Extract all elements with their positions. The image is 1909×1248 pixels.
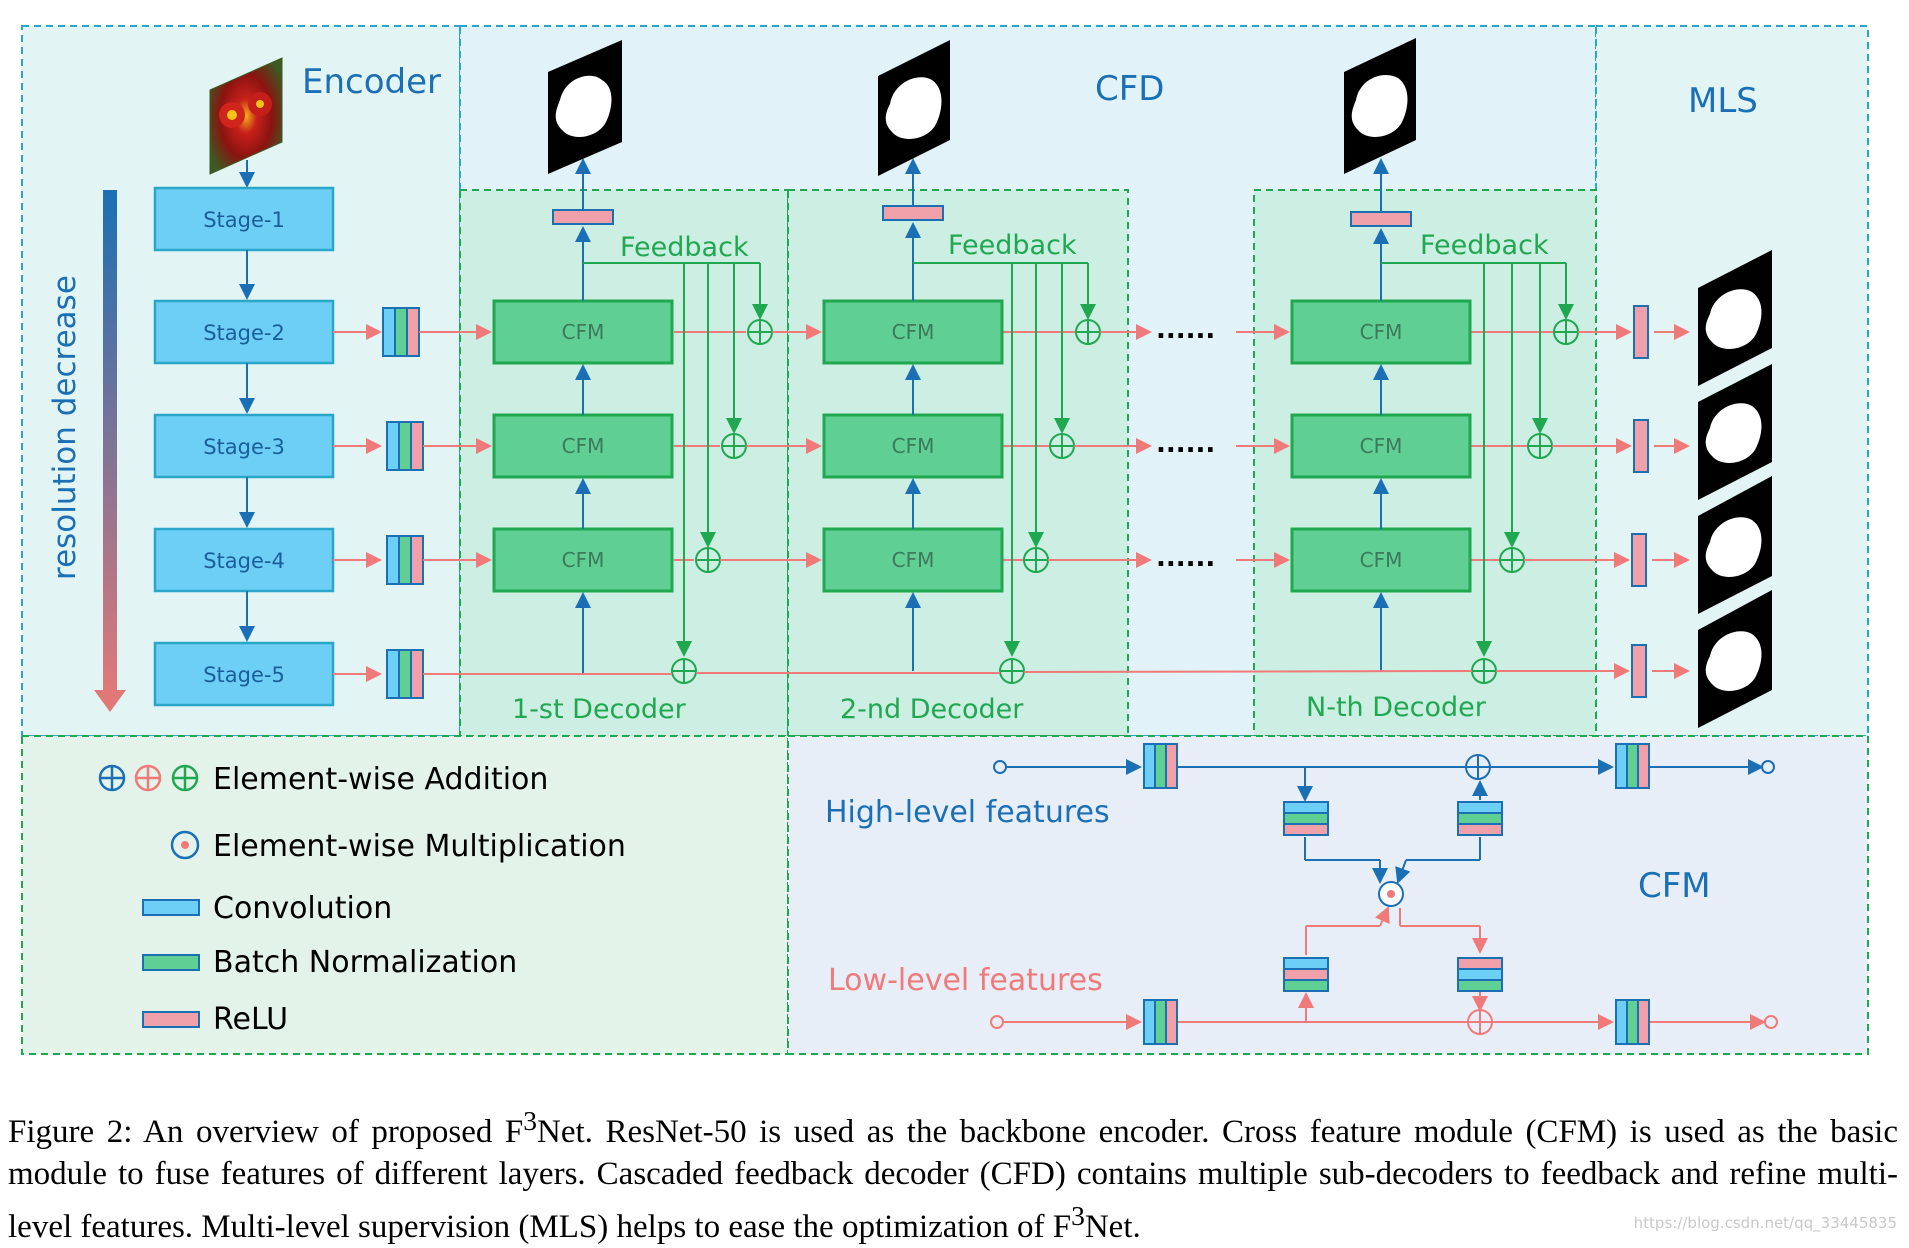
legend-batchnorm-swatch (142, 954, 200, 971)
conv-block-stage4 (386, 535, 424, 585)
d2-cfm-bot-label: CFM (892, 548, 935, 572)
ellipsis-mid: ...... (1156, 429, 1215, 459)
stage-2-label: Stage-2 (203, 321, 285, 345)
dn-cfm-top-label: CFM (1360, 320, 1403, 344)
legend-convolution-label: Convolution (213, 891, 392, 926)
legend-multiplication-icon (170, 830, 200, 860)
dn-cfm-mid-label: CFM (1360, 434, 1403, 458)
cfm-conv-low-left (1283, 957, 1329, 992)
d2-feedback-label: Feedback (948, 230, 1077, 261)
dn-output-conv (1350, 211, 1412, 227)
cfm-low-add (1467, 1009, 1493, 1035)
saliency-map-dn (1344, 38, 1416, 174)
d2-cfm-top-label: CFM (892, 320, 935, 344)
cfd-title: CFD (1095, 69, 1164, 109)
stage-1-label: Stage-1 (203, 208, 285, 232)
dn-cfm-bot-label: CFM (1360, 548, 1403, 572)
stage-4: Stage-4 (153, 527, 335, 593)
cfm-conv-high-left (1283, 801, 1329, 836)
cfm-conv-low-in (1143, 999, 1178, 1045)
conv-to-decoder-arrows (419, 324, 492, 568)
cfm-high-path (993, 759, 1764, 884)
caption-superscript-2: 3 (1071, 1200, 1085, 1231)
stage5-skip-line (423, 663, 1630, 679)
d1-output-conv (552, 209, 614, 225)
decoder-n: CFM CFM CFM Feedback N-th Decoder (1290, 158, 1579, 723)
legend-addition-icons (98, 764, 199, 792)
caption-part-2: Net. ResNet-50 is used as the backbone e… (8, 1114, 1898, 1245)
d1-cfm-mid-label: CFM (562, 434, 605, 458)
d2-decoder-label: 2-nd Decoder (840, 694, 1024, 725)
saliency-map-d1 (548, 40, 622, 174)
resolution-label: resolution decrease (47, 275, 83, 580)
legend-relu-label: ReLU (213, 1002, 288, 1037)
saliency-map-mls-2 (1698, 364, 1772, 500)
caption-part-3: Net. (1084, 1209, 1141, 1245)
cfm-conv-low-out (1615, 999, 1650, 1045)
saliency-map-d2 (878, 40, 950, 176)
caption-superscript-1: 3 (523, 1105, 537, 1136)
saliency-map-mls-1 (1698, 250, 1772, 386)
dn-decoder-label: N-th Decoder (1306, 692, 1487, 723)
stage-5-label: Stage-5 (203, 663, 285, 687)
saliency-map-mls-4 (1698, 590, 1772, 728)
f3net-diagram: Encoder CFD MLS resolution decrease Stag… (21, 25, 1869, 1055)
low-level-label: Low-level features (828, 963, 1103, 998)
cfm-low-path (990, 906, 1766, 1030)
stage-1: Stage-1 (153, 186, 335, 252)
cfm-high-end-node (1761, 760, 1775, 774)
d1-feedback-label: Feedback (620, 232, 749, 263)
stage-2: Stage-2 (153, 299, 335, 365)
mls-conv-blocks (1631, 305, 1649, 698)
caption-part-1: Figure 2: An overview of proposed F (8, 1114, 524, 1150)
cfm-detail-region (787, 735, 1869, 1055)
d1-cfm-top (492, 299, 674, 365)
cfm-conv-high-right (1457, 801, 1503, 836)
resolution-arrow-shaft (103, 190, 117, 690)
high-level-label: High-level features (825, 795, 1110, 830)
cfm-detail-title: CFM (1638, 866, 1711, 906)
cfm-high-add (1465, 754, 1491, 780)
cfm-conv-high-in (1143, 743, 1178, 789)
d2-cfm-bot (822, 527, 1004, 593)
legend-addition-label: Element-wise Addition (213, 762, 548, 797)
cfm-low-end-node (1764, 1015, 1778, 1029)
cfm-conv-low-right (1457, 957, 1503, 992)
stage-5: Stage-5 (153, 641, 335, 707)
legend-relu-swatch (142, 1011, 200, 1028)
ellipsis-top: ...... (1156, 315, 1215, 345)
d2-cfm-mid-label: CFM (892, 434, 935, 458)
decoder-2: CFM CFM CFM Feedback 2-nd Decoder (720, 158, 1101, 725)
mls-connectors (1524, 324, 1690, 679)
d1-decoder-label: 1-st Decoder (512, 694, 687, 725)
dn-cfm-top (1290, 299, 1472, 365)
legend-batchnorm-label: Batch Normalization (213, 945, 517, 980)
conv-block-stage2 (382, 307, 420, 357)
d2-output-conv (882, 205, 944, 221)
dn-cfm-mid (1290, 413, 1472, 479)
ellipsis-connectors: ...... ...... ...... (1048, 315, 1290, 573)
conv-block-stage3 (386, 421, 424, 471)
resolution-arrow-head (94, 690, 126, 712)
d1-cfm-top-label: CFM (562, 320, 605, 344)
dn-feedback-label: Feedback (1420, 230, 1549, 261)
input-image (209, 57, 283, 175)
legend-multiplication-label: Element-wise Multiplication (213, 829, 626, 864)
stage-3: Stage-3 (153, 413, 335, 479)
decoder-1: CFM CFM CFM Feedback 1-st Decoder (492, 158, 773, 725)
conv-block-stage5 (386, 649, 424, 699)
mls-title: MLS (1688, 81, 1758, 121)
figure-caption: Figure 2: An overview of proposed F3Net.… (8, 1100, 1898, 1248)
cfm-conv-high-out (1615, 743, 1650, 789)
cfm-multiply-node (1378, 881, 1404, 907)
watermark-text: https://blog.csdn.net/qq_33445835 (1633, 1214, 1897, 1232)
encoder-title: Encoder (302, 62, 441, 102)
legend-convolution-swatch (142, 899, 200, 916)
stage-to-conv-arrows (333, 324, 382, 682)
saliency-map-mls-3 (1698, 476, 1772, 614)
d1-cfm-bot-label: CFM (562, 548, 605, 572)
stage-3-label: Stage-3 (203, 435, 285, 459)
stage-4-label: Stage-4 (203, 549, 285, 573)
ellipsis-bot: ...... (1156, 543, 1215, 573)
